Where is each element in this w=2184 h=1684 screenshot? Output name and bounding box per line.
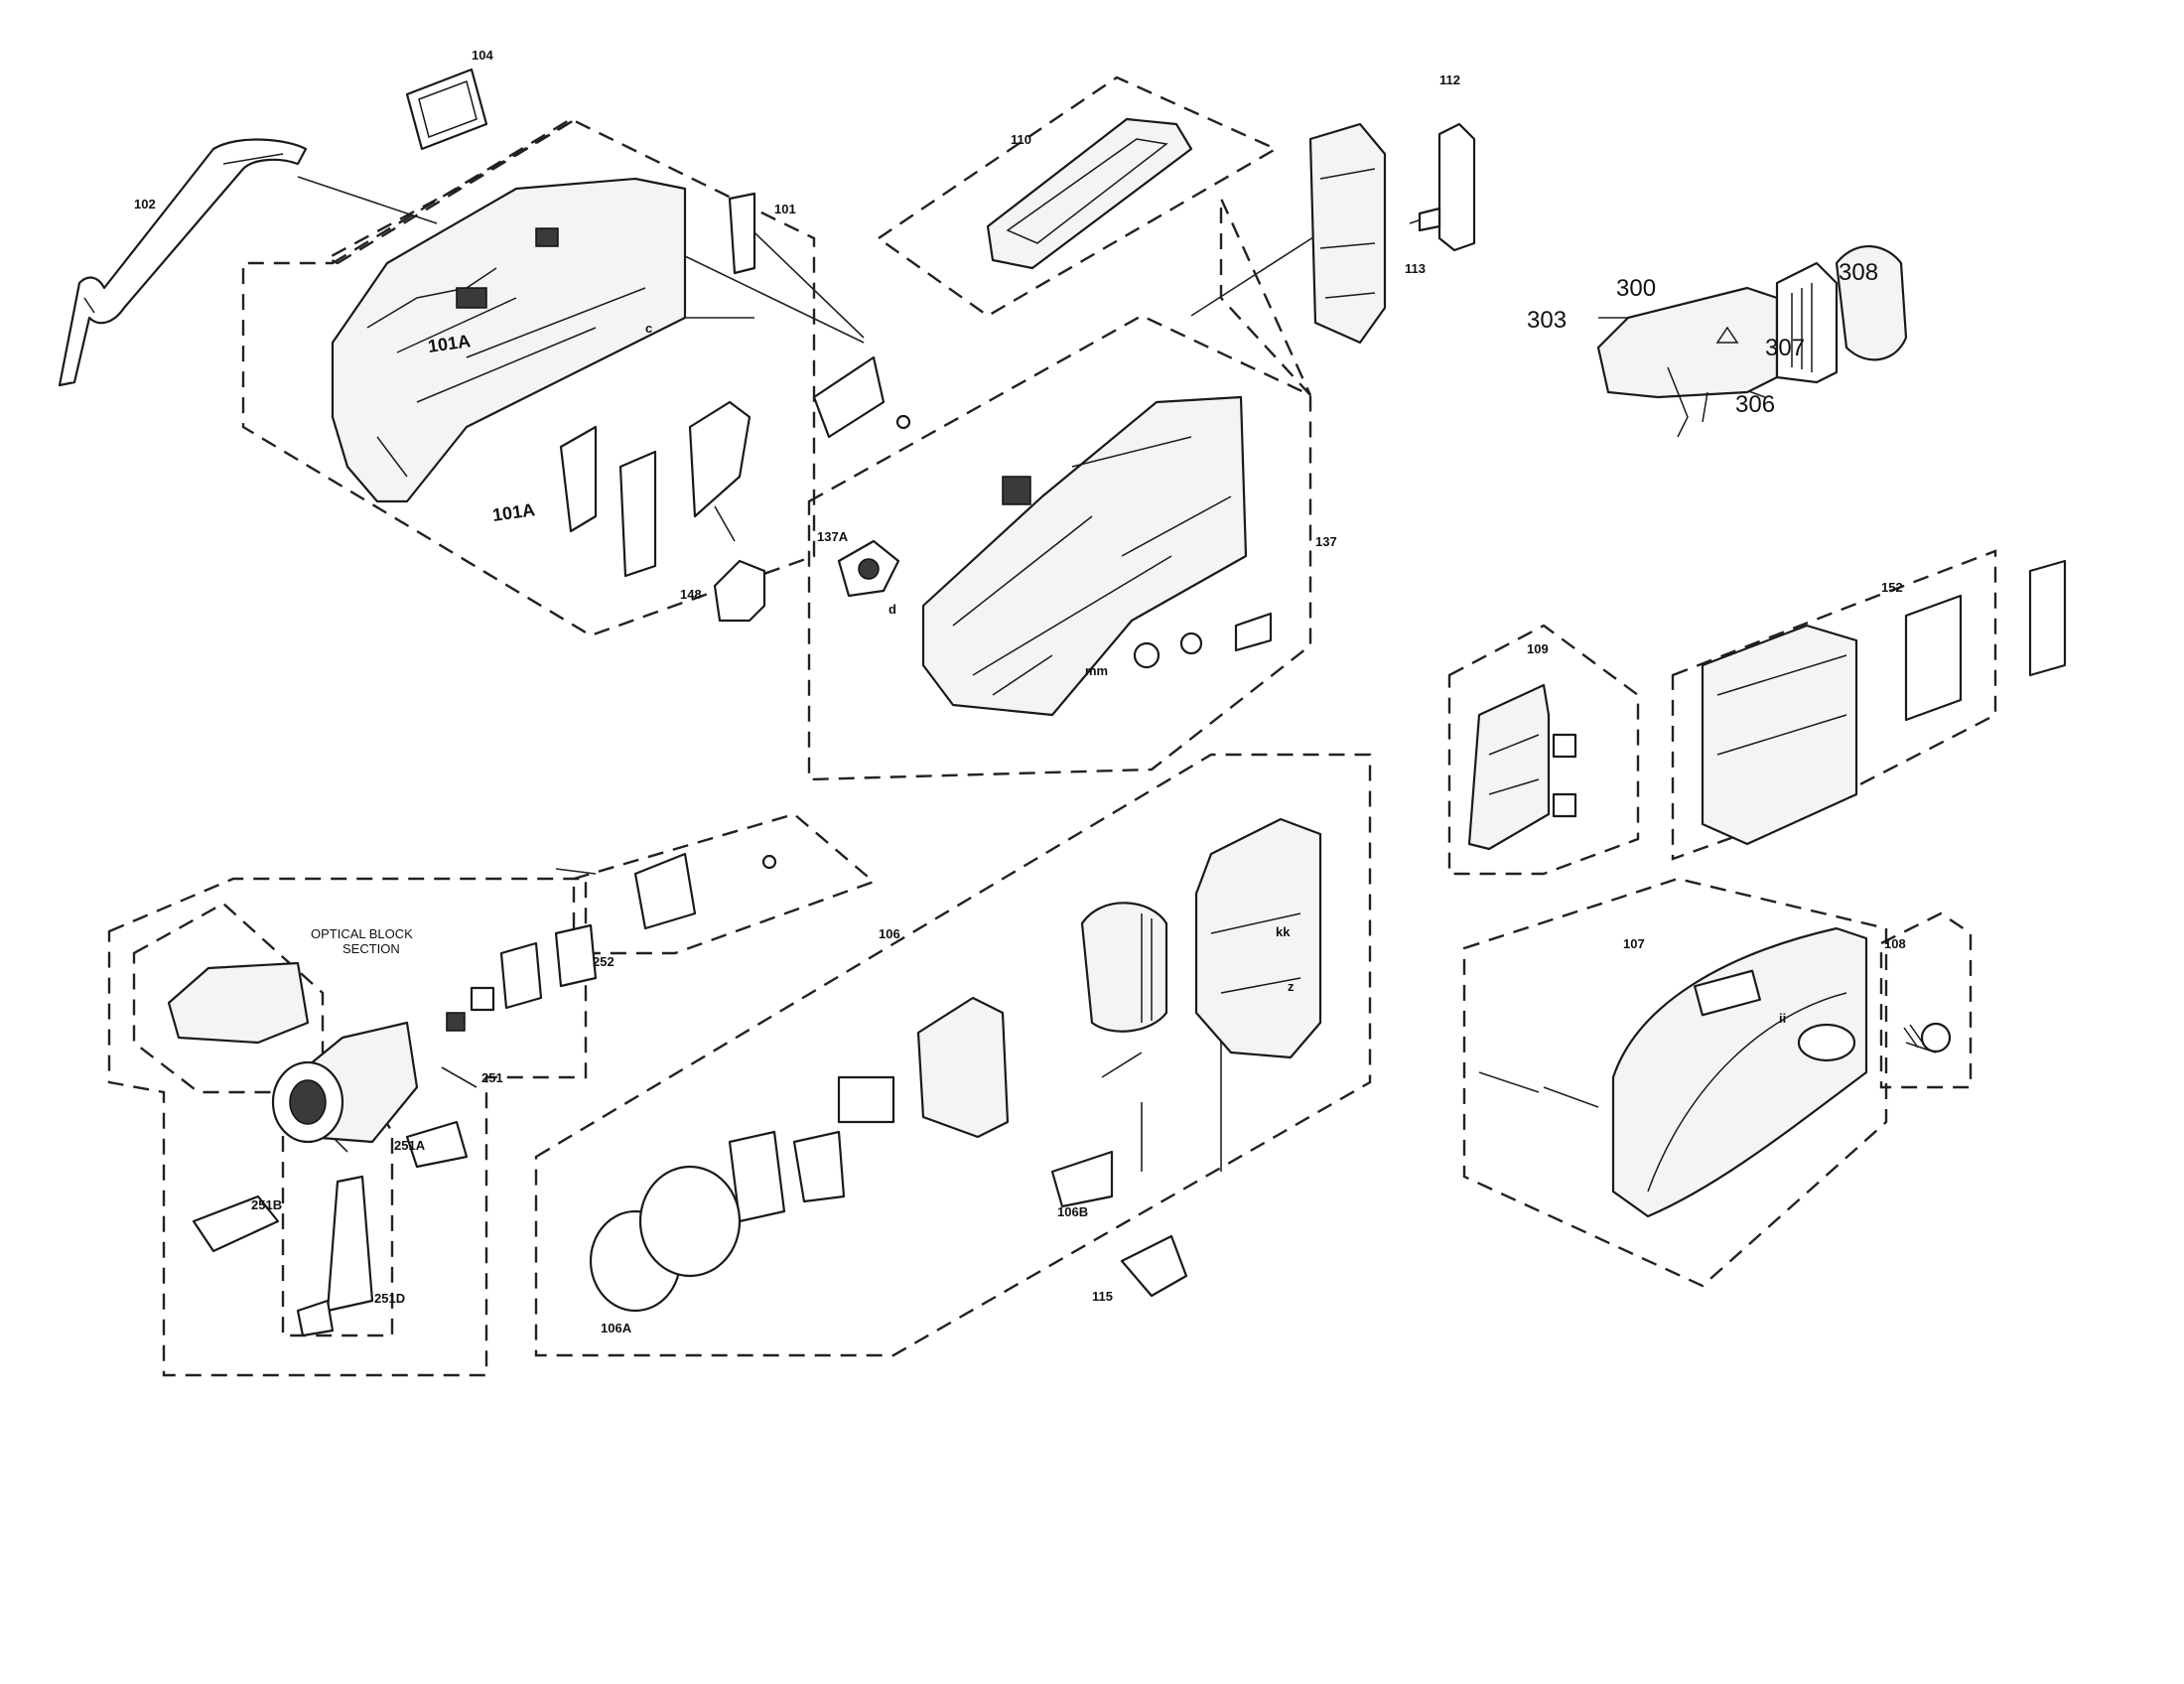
callout-104: 104 (472, 48, 493, 63)
callout-108: 108 (1884, 936, 1906, 951)
ref-mark-d: d (888, 602, 896, 617)
group-outlines (107, 75, 1997, 1377)
bracket-plate (633, 852, 777, 930)
group-outline-optical-block (107, 877, 588, 1377)
section-title-line-2: SECTION (342, 941, 400, 956)
board-109 (1467, 683, 1577, 851)
group-outline-bracket (572, 812, 877, 955)
callout-labels: 102 104 101 101A 101A 148 110 112 113 13… (134, 48, 1906, 1335)
button-108 (1903, 1022, 1952, 1053)
hand-strap (58, 138, 308, 387)
callout-252: 252 (593, 954, 614, 969)
ref-mark-c: c (645, 321, 652, 336)
viewfinder-300 (1596, 245, 1908, 438)
group-outline-button-108 (1879, 912, 1973, 1089)
callout-101: 101 (774, 202, 796, 216)
ref-mark-z: z (1288, 979, 1295, 994)
callout-106: 106 (879, 926, 900, 941)
callout-152: 152 (1881, 580, 1903, 595)
ref-mark-kk: kk (1276, 924, 1291, 939)
callout-306: 306 (1735, 391, 1775, 418)
callout-112: 112 (1439, 72, 1460, 87)
top-cover-110 (986, 117, 1193, 270)
callout-307: 307 (1765, 335, 1805, 361)
callout-251b: 251B (251, 1197, 282, 1212)
main-frame-101 (331, 177, 911, 578)
callout-137: 137 (1315, 534, 1337, 549)
mechanism-chassis-137 (837, 395, 1273, 717)
callout-308: 308 (1839, 259, 1878, 286)
callout-137a: 137A (817, 529, 849, 544)
callout-251d: 251D (374, 1291, 405, 1306)
callout-101a-lower: 101A (491, 499, 536, 525)
group-outline-front-cover (534, 753, 1372, 1357)
group-outline-board-109 (1447, 624, 1640, 876)
callout-251: 251 (481, 1070, 503, 1085)
group-outline-side-panel (1219, 198, 1312, 396)
callout-107: 107 (1623, 936, 1645, 951)
part-112 (1418, 122, 1476, 252)
callout-115: 115 (1092, 1289, 1113, 1304)
callout-251a: 251A (394, 1138, 426, 1153)
side-panel-113 (1308, 122, 1387, 345)
optical-block-251 (167, 923, 598, 1337)
group-outline-board-152 (1671, 549, 1997, 861)
chassis-152 (1701, 559, 2067, 846)
callout-106a: 106A (601, 1321, 632, 1335)
callout-102: 102 (134, 197, 156, 211)
group-outline-top-cover (876, 75, 1279, 318)
ref-mark-ii: ii (1779, 1011, 1786, 1026)
side-cover-107 (1611, 926, 1868, 1218)
group-outline-top-plate (325, 117, 577, 265)
callout-109: 109 (1527, 641, 1549, 656)
callout-106b: 106B (1057, 1204, 1088, 1219)
front-cover-106 (589, 817, 1322, 1313)
clip-148 (713, 559, 766, 623)
section-title-line-1: OPTICAL BLOCK (311, 926, 413, 941)
callout-303: 303 (1527, 307, 1567, 334)
panel-104 (405, 68, 488, 151)
group-outline-main-frame (241, 117, 816, 637)
callout-300: 300 (1616, 275, 1656, 302)
callout-148: 148 (680, 587, 702, 602)
group-outline-side-cover (1462, 877, 1888, 1288)
callout-110: 110 (1011, 132, 1031, 147)
reference-marks: c d mm kk z ii (645, 321, 1786, 1026)
callout-113: 113 (1405, 261, 1426, 276)
ref-mark-mm: mm (1085, 663, 1108, 678)
